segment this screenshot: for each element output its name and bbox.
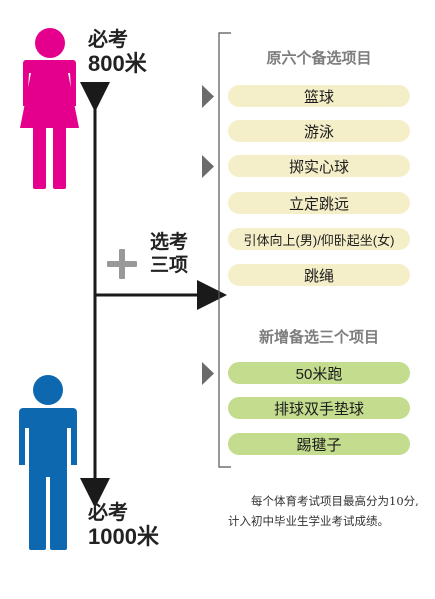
plus-icon [107,249,137,279]
marker-triangle [202,362,214,385]
new-item: 踢毽子 [228,433,410,455]
original-item: 立定跳远 [228,192,410,214]
male-requirement-line1: 必考 [88,502,128,524]
original-item: 篮球 [228,85,410,107]
bracket [218,32,231,468]
original-item: 引体向上(男)/仰卧起坐(女) [228,228,410,250]
new-item: 50米跑 [228,362,410,384]
elective-label-line2: 三项 [150,254,189,276]
new-items-title: 新增备选三个项目 [258,329,379,346]
marker-triangle [202,155,214,178]
female-requirement-line1: 必考 [88,29,128,51]
female-figure-icon [20,28,79,189]
female-requirement: 必考 800米 [88,29,147,76]
elective-label: 选考 三项 [150,232,188,278]
male-requirement-line2: 1000米 [88,523,159,549]
original-item: 掷实心球 [228,155,410,177]
scoring-note: 每个体育考试项目最高分为10分,计入初中毕业生学业考试成绩。 [228,494,419,528]
male-figure-icon [19,375,77,550]
elective-label-line1: 选考 [150,232,189,253]
female-requirement-line2: 800米 [88,50,147,76]
original-items-title: 原六个备选项目 [266,50,372,67]
new-item: 排球双手垫球 [228,397,410,419]
original-item: 跳绳 [228,264,410,286]
marker-triangle [202,85,214,108]
male-requirement: 必考 1000米 [88,502,159,549]
original-item: 游泳 [228,120,410,142]
